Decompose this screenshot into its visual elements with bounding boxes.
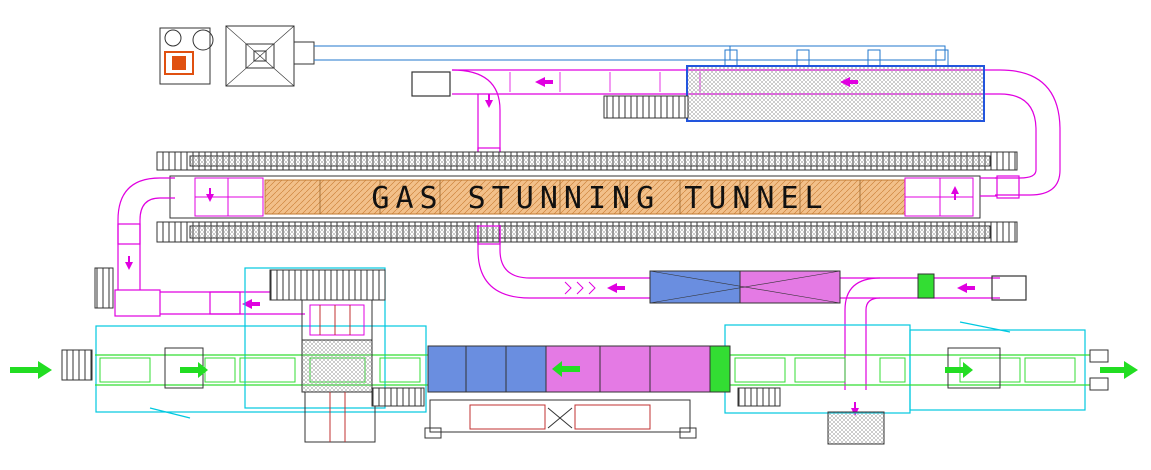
infeed-unit	[61, 349, 93, 381]
right-descent-conveyor	[844, 277, 881, 390]
middle-return-conveyor	[477, 225, 1027, 301]
arrow-icon	[242, 299, 260, 309]
outfeed-unit-2	[1089, 377, 1109, 391]
arrow-icon	[851, 402, 859, 416]
chevron-arrows	[564, 281, 596, 295]
overhead-hood	[686, 65, 985, 122]
nozzle-icon	[724, 49, 949, 67]
step-platform	[371, 387, 425, 407]
green-gate	[917, 273, 935, 299]
stair	[94, 267, 114, 309]
fan-unit	[159, 27, 214, 85]
right-link-conveyor	[980, 175, 1020, 199]
frame-outlines	[95, 267, 1086, 419]
tunnel-walkway-bottom	[156, 221, 1018, 243]
unloading-station	[269, 269, 386, 443]
step-platform-2	[737, 387, 781, 407]
exhaust-duct	[314, 45, 949, 67]
tunnel-cells	[194, 177, 974, 217]
filter-housing	[225, 25, 315, 87]
arrow-icon	[10, 361, 1138, 379]
tunnel-frame	[169, 175, 981, 219]
outfeed-unit	[1089, 349, 1109, 363]
left-descent-conveyor	[117, 177, 175, 290]
fan-icon	[164, 29, 182, 47]
zone-cells	[465, 346, 651, 392]
blue-zone	[427, 345, 547, 393]
exit-bin	[827, 411, 885, 445]
arrow-icon	[607, 283, 975, 293]
arrow-icon	[485, 77, 858, 108]
tunnel-section-lines	[319, 180, 861, 214]
control-cabinets	[424, 399, 697, 439]
tunnel-title: GAS STUNNING TUNNEL	[371, 181, 828, 216]
tunnel-walkway-top	[156, 151, 1018, 171]
side-platform	[603, 95, 689, 119]
exit-zone	[649, 270, 841, 304]
arrow-icon	[206, 186, 959, 202]
green-zone	[709, 345, 731, 393]
stunning-tunnel	[264, 179, 906, 215]
arrow-icon	[125, 256, 133, 270]
